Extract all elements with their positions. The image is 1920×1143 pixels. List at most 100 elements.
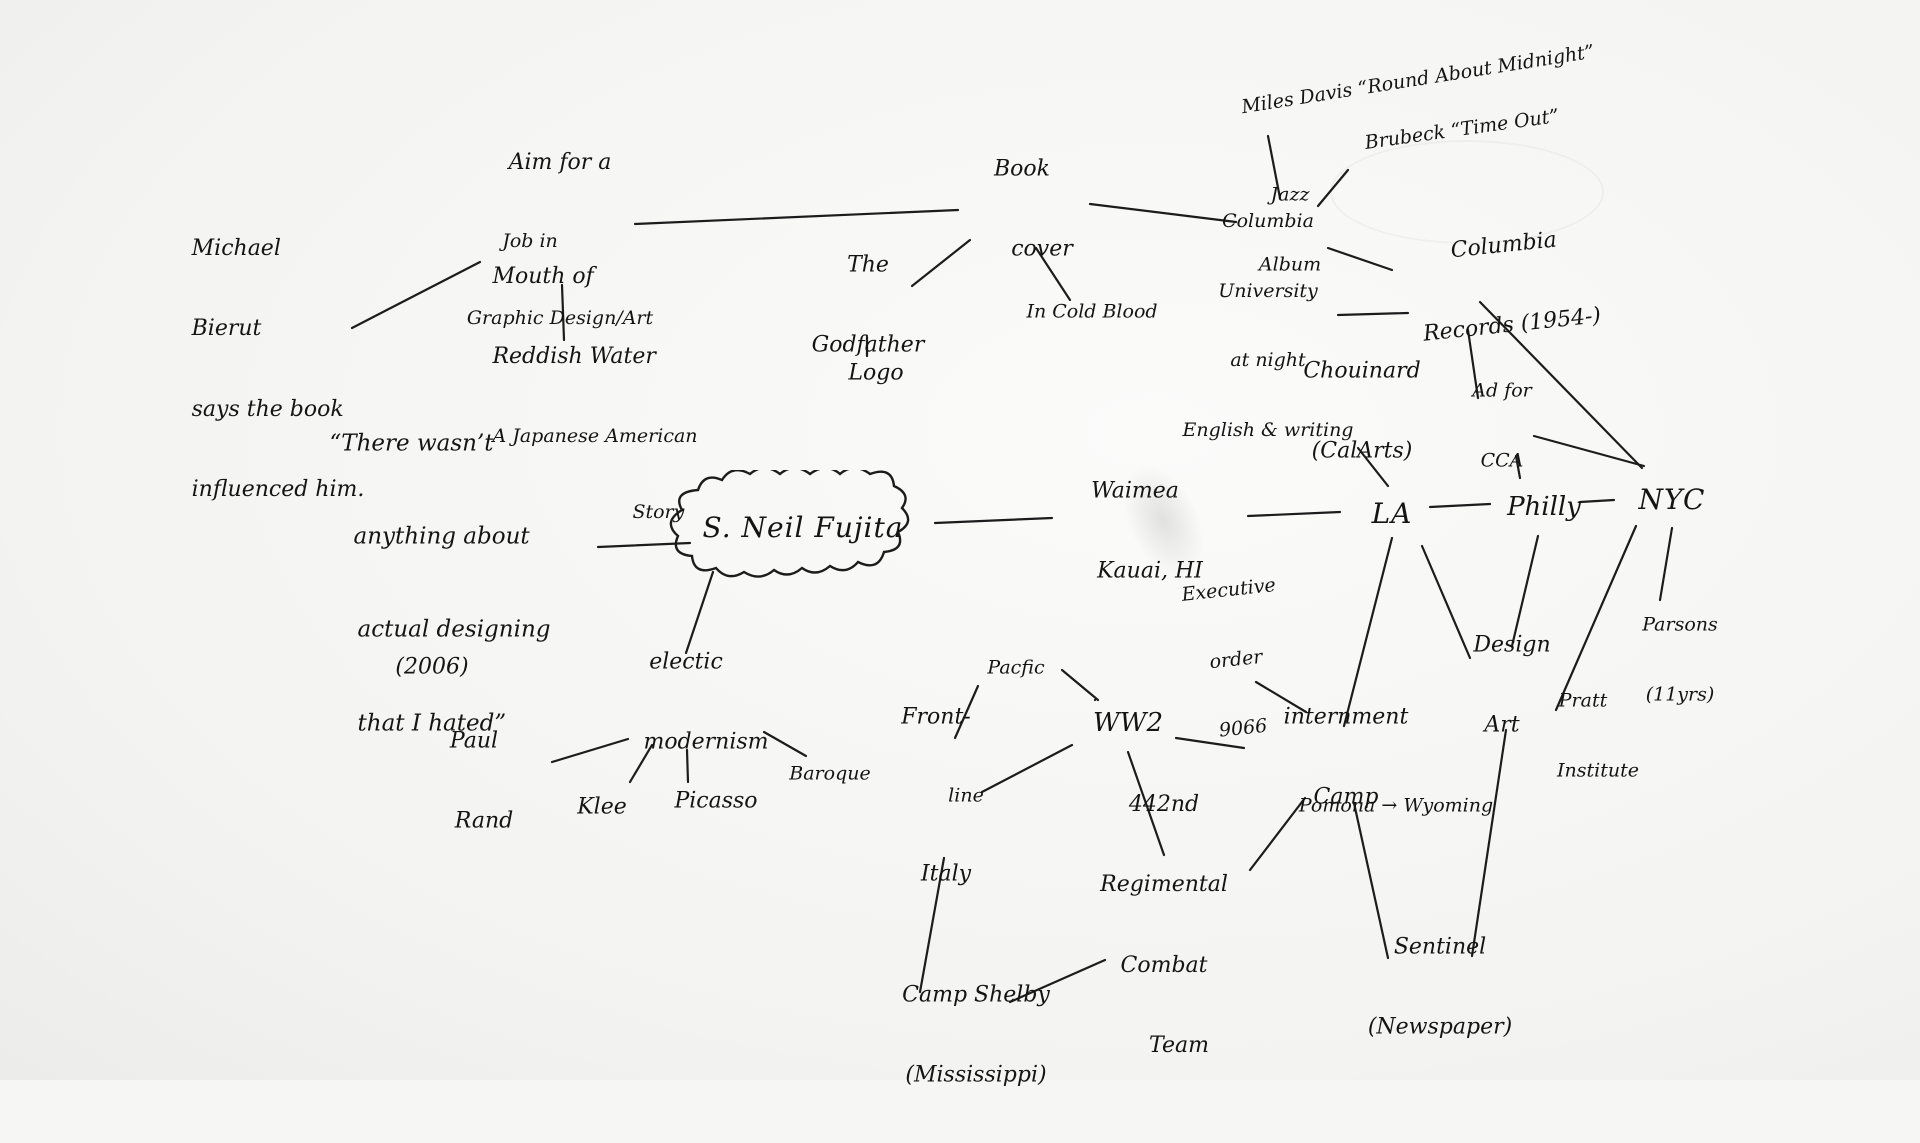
node-frontline-italy: Front- line Italy xyxy=(901,650,984,941)
node-in-cold-blood: In Cold Blood xyxy=(1026,300,1158,323)
link-cca-nyc xyxy=(1532,434,1646,468)
node-sentinel-line-1: Sentinel xyxy=(1393,934,1487,960)
node-ad-cca-line-2: CCA xyxy=(1480,449,1524,472)
link-la-internment xyxy=(1342,536,1394,728)
node-eclectic-line-1: electic xyxy=(649,649,723,675)
node-pratt: Pratt Institute xyxy=(1557,643,1639,828)
node-univ-line-2: University xyxy=(1218,279,1318,302)
link-ww2-frontline xyxy=(980,743,1074,794)
link-eclectic-klee xyxy=(628,743,654,784)
link-nyc-pratt xyxy=(1554,524,1638,712)
link-frontline-shelby xyxy=(918,856,946,994)
central-node-fujita: S. Neil Fujita xyxy=(702,510,904,544)
mind-map: S. Neil Fujita Aim for a Job in Graphic … xyxy=(0,0,1920,1088)
link-bookcover-aim xyxy=(633,208,960,226)
node-internment-camp: internment Camp xyxy=(1284,651,1409,866)
node-godfather: The Godfather xyxy=(812,199,925,414)
node-design-art: Design Art xyxy=(1473,579,1550,794)
node-design-line-2: Art xyxy=(1484,712,1520,738)
node-rand-line-1: Paul xyxy=(449,728,499,754)
node-quote-line-3: actual designing xyxy=(357,617,551,644)
link-aim-bierut xyxy=(350,260,482,330)
node-442nd-line-1: 442nd xyxy=(1128,791,1200,817)
link-brubeck-jazz xyxy=(1316,168,1350,208)
node-paul-rand: Paul Rand xyxy=(435,675,513,890)
link-pacific-frontline xyxy=(953,684,980,740)
link-la-design xyxy=(1420,544,1472,660)
node-internment-line-1: internment xyxy=(1283,704,1409,730)
node-frontline-line-2: line xyxy=(948,784,984,807)
node-waimea: Waimea Kauai, HI xyxy=(1091,425,1203,640)
node-la: LA xyxy=(1371,496,1413,530)
node-internment-line-2: Camp xyxy=(1313,784,1379,810)
fujita-cloud-outline xyxy=(669,470,910,578)
node-bierut: Michael Bierut says the book influenced … xyxy=(192,182,365,558)
node-parsons-line-2: (11yrs) xyxy=(1645,683,1715,706)
node-quote-line-1: “There wasn’t xyxy=(329,430,494,457)
link-bookcover-jazz xyxy=(1088,202,1238,224)
node-univ-line-4: English & writing xyxy=(1182,418,1354,441)
node-aim-line-1: Aim for a xyxy=(508,149,612,175)
node-mouth-line-3: A Japanese American xyxy=(492,424,698,447)
link-ww2-internment xyxy=(1174,736,1246,750)
node-mouth-line-1: Mouth of xyxy=(492,263,594,289)
link-bookcover-godfather xyxy=(910,238,972,288)
node-aim: Aim for a Job in Graphic Design/Art xyxy=(467,96,653,384)
node-bierut-line-1: Michael xyxy=(191,235,281,261)
link-cca-philly xyxy=(1514,454,1522,480)
node-quote: “There wasn’t anything about actual desi… xyxy=(330,367,551,802)
link-fujita-quote xyxy=(596,541,692,549)
node-eclectic-line-2: modernism xyxy=(643,729,769,755)
node-camp-shelby: Camp Shelby (Mississippi) xyxy=(902,929,1050,1143)
node-godfather-line-2: Godfather xyxy=(811,332,925,358)
connection-lines xyxy=(350,134,1674,1004)
node-columbia-records-line-1: Columbia xyxy=(1449,227,1558,264)
node-book-cover: Book cover xyxy=(971,103,1073,318)
node-pacific: Pacfic xyxy=(987,656,1045,679)
node-jazz-line-1: Jazz xyxy=(1270,183,1310,206)
link-regiment-shelby xyxy=(1008,958,1107,1004)
node-442nd: 442nd Regimental Combat Team xyxy=(1100,738,1228,1114)
node-klee: Klee xyxy=(577,794,627,820)
node-pomona-wyoming: Pomona → Wyoming xyxy=(1298,794,1494,817)
node-mouth-line-2: Reddish Water xyxy=(492,344,656,369)
link-fujita-waimea xyxy=(933,516,1054,525)
link-internment-regiment xyxy=(1248,796,1307,872)
node-waimea-line-1: Waimea xyxy=(1091,478,1179,504)
link-ww2-pacific xyxy=(1060,668,1100,702)
node-quote-line-2: anything about xyxy=(353,523,530,550)
link-columbiarec-cca xyxy=(1466,328,1480,400)
link-waimea-la xyxy=(1246,510,1342,518)
link-la-philly xyxy=(1428,502,1492,509)
node-chouinard: Chouinard (CalArts) xyxy=(1303,305,1420,520)
link-philly-nyc xyxy=(1578,498,1616,504)
node-parsons-line-1: Parsons xyxy=(1642,613,1718,636)
node-parsons: Parsons (11yrs) xyxy=(1642,567,1718,752)
node-chouinard-line-2: (CalArts) xyxy=(1311,438,1413,464)
node-442nd-line-2: Regimental xyxy=(1100,872,1228,898)
node-ad-cca: Ad for CCA xyxy=(1472,333,1531,518)
node-mouth: Mouth of Reddish Water A Japanese Americ… xyxy=(492,210,697,578)
link-design-sentinel xyxy=(1470,728,1508,958)
link-philly-design xyxy=(1510,534,1540,648)
node-aim-line-3: Graphic Design/Art xyxy=(466,307,654,330)
node-book-cover-line-1: Book xyxy=(994,156,1050,182)
node-quote-year: (2006) xyxy=(395,654,469,680)
node-442nd-line-4: Team xyxy=(1149,1033,1209,1059)
node-godfather-line-1: The xyxy=(847,252,889,278)
node-shelby-line-2: (Mississippi) xyxy=(905,1062,1047,1088)
node-sentinel-line-2: (Newspaper) xyxy=(1367,1014,1513,1040)
node-ad-cca-line-1: Ad for xyxy=(1472,379,1532,402)
link-nyc-parsons xyxy=(1658,526,1674,602)
link-aim-mouth xyxy=(560,283,566,342)
link-eclectic-baroque xyxy=(762,730,808,758)
node-shelby-line-1: Camp Shelby xyxy=(902,982,1050,1008)
node-waimea-line-2: Kauai, HI xyxy=(1097,558,1203,584)
node-eclectic-modernism: electic modernism xyxy=(643,596,768,811)
node-exec-line-1: Executive xyxy=(1180,574,1277,607)
link-exec-internment xyxy=(1254,680,1308,714)
link-jazz-columbiarec xyxy=(1326,246,1394,272)
node-sentinel: Sentinel (Newspaper) xyxy=(1368,881,1512,1096)
node-columbia-university: Columbia University at night English & w… xyxy=(1183,164,1354,488)
node-design-line-1: Design xyxy=(1473,632,1551,658)
